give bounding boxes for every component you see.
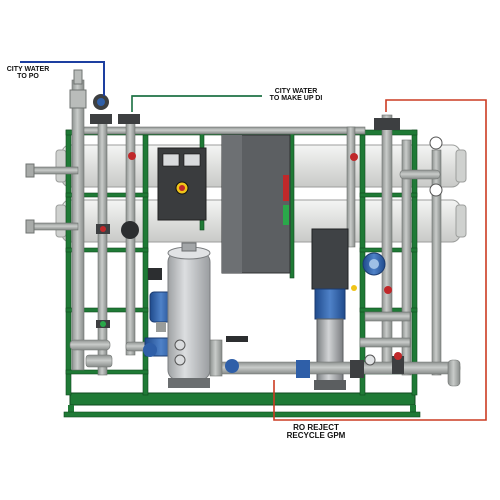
right-valves <box>143 118 443 378</box>
left-valves <box>90 94 162 328</box>
label-city-water-to-po: CITY WATER TO PO <box>2 66 54 81</box>
label-line-1: CITY WATER <box>6 66 50 73</box>
label-ro-reject-recycle-gpm: RO REJECT RECYCLE GPM <box>278 423 354 441</box>
label-line-1: RO REJECT <box>293 423 339 432</box>
label-city-water-to-make-up-di: CITY WATER TO MAKE UP DI <box>258 88 334 103</box>
city-water-po-line <box>20 61 105 96</box>
label-line-1: CITY WATER <box>274 88 318 95</box>
label-line-2: TO PO <box>17 73 39 81</box>
right-pipes <box>209 114 461 387</box>
label-line-2: TO MAKE UP DI <box>269 95 323 103</box>
label-line-2: RECYCLE GPM <box>286 431 346 441</box>
filter-housing <box>221 134 291 274</box>
control-panel <box>157 147 207 221</box>
base-skid <box>63 392 421 418</box>
pressure-tank <box>167 242 211 388</box>
city-water-di-line <box>131 95 262 112</box>
ro-reject-line <box>273 99 487 421</box>
